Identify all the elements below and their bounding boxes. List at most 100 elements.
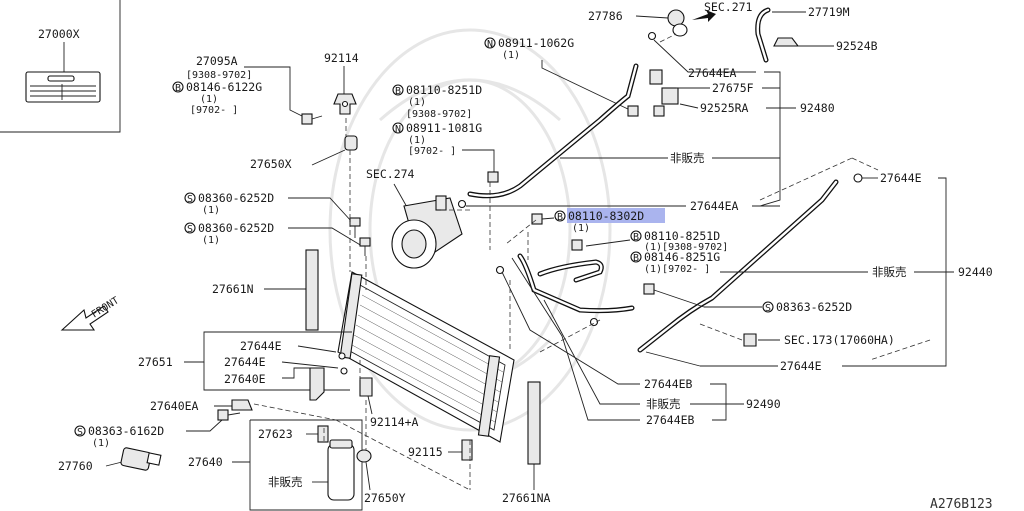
label-08911-1081g-code: [9702- ] bbox=[408, 146, 456, 157]
seal-strip-left bbox=[305, 249, 319, 331]
label-27650y[interactable]: 27650Y bbox=[364, 491, 406, 505]
label-08363-6162d[interactable]: 08363-6162D bbox=[88, 424, 164, 438]
circle-b-icon: B bbox=[630, 230, 642, 243]
label-08360-6252d-a[interactable]: 08360-6252D bbox=[198, 191, 274, 205]
label-08146-6122g[interactable]: 08146-6122G bbox=[186, 80, 262, 94]
circle-b-icon: B bbox=[392, 84, 404, 97]
label-hibai-2[interactable]: 非販売 bbox=[670, 151, 705, 165]
switch-icon bbox=[317, 425, 329, 443]
arrow-icon bbox=[692, 10, 716, 22]
label-08146-8251g-code: (1)[9702- ] bbox=[644, 264, 710, 275]
label-08360-6252d-b-qty: (1) bbox=[202, 235, 220, 246]
circle-s-icon: S bbox=[74, 425, 86, 438]
label-08110-8251d-b[interactable]: 08110-8251D bbox=[644, 229, 720, 243]
label-08146-6122g-qty: (1) bbox=[200, 94, 218, 105]
label-08360-6252d-b[interactable]: 08360-6252D bbox=[198, 221, 274, 235]
label-92480[interactable]: 92480 bbox=[800, 101, 835, 115]
label-08110-8302d[interactable]: 08110-8302D bbox=[568, 209, 644, 223]
circle-n-icon: N bbox=[392, 122, 404, 135]
svg-text:S: S bbox=[77, 427, 83, 438]
label-08363-6252d[interactable]: 08363-6252D bbox=[776, 300, 852, 314]
label-08911-1062g-qty: (1) bbox=[502, 50, 520, 61]
bracket-icon bbox=[309, 367, 325, 401]
label-27675f[interactable]: 27675F bbox=[712, 81, 754, 95]
label-08146-6122g-code: [9702- ] bbox=[190, 105, 238, 116]
bolt-icon bbox=[301, 113, 323, 125]
label-27623[interactable]: 27623 bbox=[258, 427, 293, 441]
label-27640e[interactable]: 27640E bbox=[224, 372, 266, 386]
label-92525ra[interactable]: 92525RA bbox=[700, 101, 749, 115]
label-08146-8251g[interactable]: 08146-8251G bbox=[644, 250, 720, 264]
label-27644eb-b[interactable]: 27644EB bbox=[646, 413, 695, 427]
label-27095a[interactable]: 27095A bbox=[196, 54, 238, 68]
valve-cap-icon bbox=[667, 9, 688, 37]
label-27644e-c[interactable]: 27644E bbox=[880, 171, 922, 185]
circle-b-icon: B bbox=[172, 81, 184, 94]
label-27640[interactable]: 27640 bbox=[188, 455, 223, 469]
label-08110-8251d-b-code: (1)[9308-9702] bbox=[644, 242, 728, 253]
label-27000x[interactable]: 27000X bbox=[38, 27, 80, 41]
label-92490[interactable]: 92490 bbox=[746, 397, 781, 411]
label-27651[interactable]: 27651 bbox=[138, 355, 173, 369]
pipe-liquid[interactable] bbox=[517, 253, 635, 314]
compressor[interactable] bbox=[391, 195, 463, 269]
label-hibai-4[interactable]: 非販売 bbox=[646, 397, 681, 411]
label-27644e-a[interactable]: 27644E bbox=[240, 339, 282, 353]
front-arrow-icon: FRONT bbox=[60, 295, 121, 331]
bolt-icon bbox=[643, 283, 655, 295]
label-92524b[interactable]: 92524B bbox=[836, 39, 878, 53]
hose-high[interactable] bbox=[467, 63, 639, 199]
label-92114[interactable]: 92114 bbox=[324, 51, 359, 65]
receiver-drier-group[interactable]: 27623 非販売 bbox=[249, 419, 363, 511]
label-box-27000x[interactable]: 27000X bbox=[0, 0, 121, 133]
label-08911-1081g[interactable]: 08911-1081G bbox=[406, 121, 482, 135]
label-08110-8302d-qty: (1) bbox=[572, 223, 590, 234]
clip-icon bbox=[461, 439, 473, 461]
svg-text:S: S bbox=[187, 194, 193, 205]
label-sec274[interactable]: SEC.274 bbox=[366, 167, 415, 181]
label-08110-8251d-a[interactable]: 08110-8251D bbox=[406, 83, 482, 97]
clip-icon bbox=[743, 333, 757, 347]
label-27661na[interactable]: 27661NA bbox=[502, 491, 551, 505]
label-27644ea-a[interactable]: 27644EA bbox=[688, 66, 737, 80]
label-27650x[interactable]: 27650X bbox=[250, 157, 292, 171]
oring-icon bbox=[647, 31, 657, 41]
label-08911-1081g-qty: (1) bbox=[408, 135, 426, 146]
label-27095a-code: [9308-9702] bbox=[186, 70, 252, 81]
oring-icon bbox=[338, 352, 348, 375]
label-27640ea[interactable]: 27640EA bbox=[150, 399, 199, 413]
bushing-icon bbox=[344, 135, 358, 151]
label-hibai-3[interactable]: 非販売 bbox=[872, 265, 907, 279]
circle-b-icon: B bbox=[554, 210, 566, 223]
label-sec271[interactable]: SEC.271 bbox=[704, 0, 753, 14]
circle-s-icon: S bbox=[184, 222, 196, 235]
label-92440[interactable]: 92440 bbox=[958, 265, 993, 279]
clip-icon bbox=[231, 399, 253, 411]
label-hibai-1[interactable]: 非販売 bbox=[268, 475, 303, 489]
condenser[interactable] bbox=[337, 271, 515, 443]
bolt-icon bbox=[217, 409, 241, 421]
circle-s-icon: S bbox=[184, 192, 196, 205]
label-27661n[interactable]: 27661N bbox=[212, 282, 254, 296]
circle-b-icon: B bbox=[630, 251, 642, 264]
label-27786[interactable]: 27786 bbox=[588, 9, 623, 23]
label-27644ea-b[interactable]: 27644EA bbox=[690, 199, 739, 213]
label-27644eb-a[interactable]: 27644EB bbox=[644, 377, 693, 391]
label-plate bbox=[25, 71, 101, 103]
pipe-low[interactable] bbox=[637, 179, 839, 353]
label-92115[interactable]: 92115 bbox=[408, 445, 443, 459]
label-27644e-b[interactable]: 27644E bbox=[224, 355, 266, 369]
svg-text:B: B bbox=[557, 212, 563, 223]
highlight-box bbox=[567, 208, 665, 223]
label-92114a[interactable]: 92114+A bbox=[370, 415, 419, 429]
label-08911-1062g[interactable]: 08911-1062G bbox=[498, 36, 574, 50]
label-27719m[interactable]: 27719M bbox=[808, 5, 850, 19]
label-sec173[interactable]: SEC.173(17060HA) bbox=[784, 333, 895, 347]
oring-icon bbox=[495, 265, 599, 327]
oring-icon bbox=[853, 173, 863, 183]
clip-icon bbox=[359, 377, 373, 397]
label-27760[interactable]: 27760 bbox=[58, 459, 93, 473]
svg-text:B: B bbox=[633, 253, 639, 264]
label-27644e-d[interactable]: 27644E bbox=[780, 359, 822, 373]
